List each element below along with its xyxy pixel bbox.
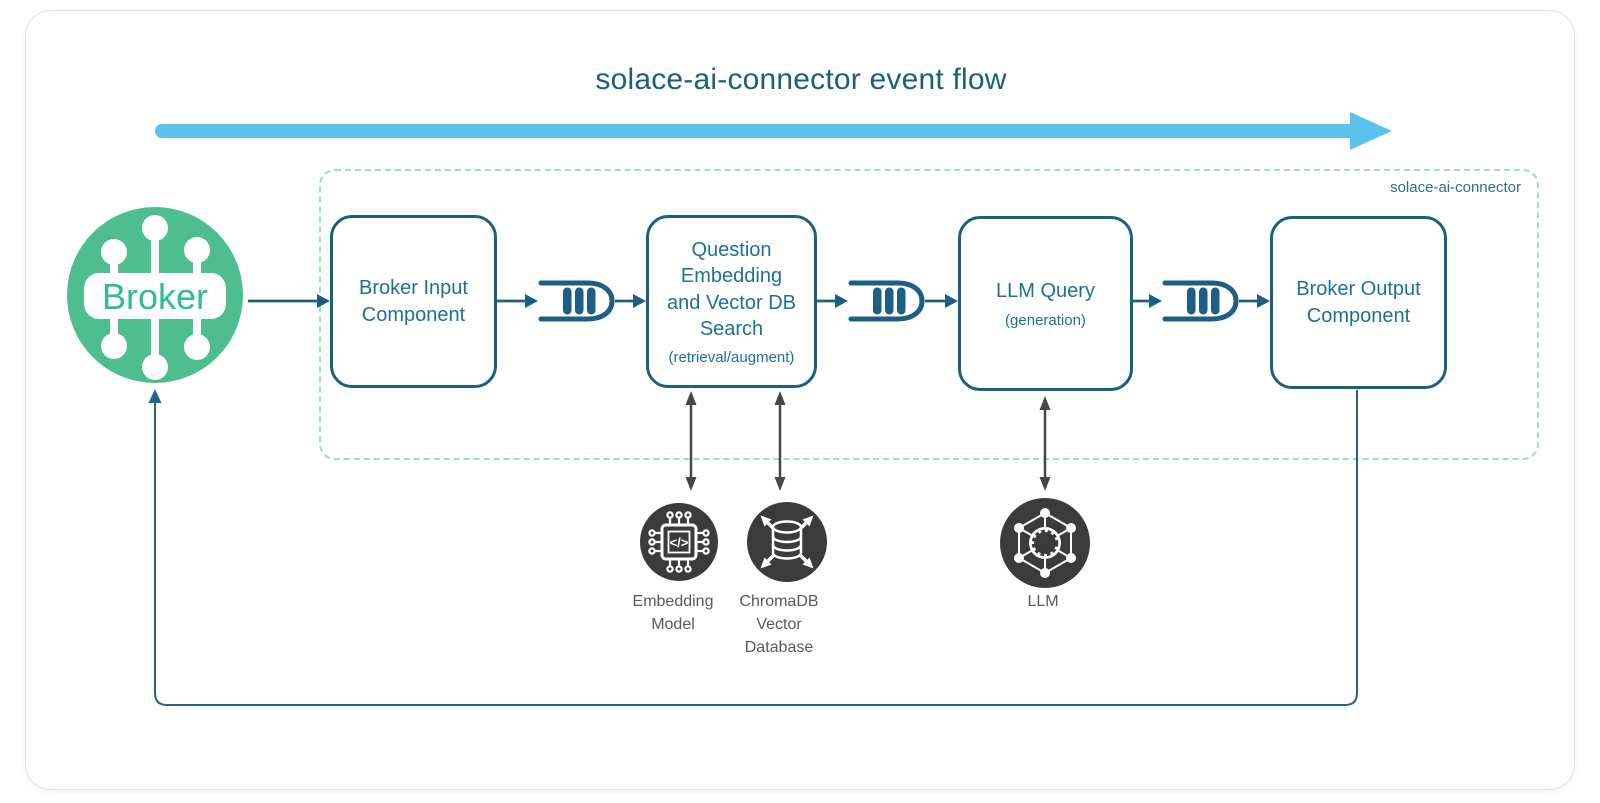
llm-icon: [1000, 498, 1090, 593]
frame-label: solace-ai-connector: [1390, 179, 1521, 196]
queue-icon: [538, 278, 615, 324]
box-label: LLM Query: [996, 280, 1095, 303]
box-sublabel: (generation): [1005, 311, 1086, 329]
chromadb-label: ChromaDB Vector Database: [739, 593, 819, 657]
queue-icon: [1162, 278, 1239, 324]
embedding-model-label: Embedding Model: [632, 593, 714, 634]
broker-icon: Broker: [67, 207, 243, 383]
broker-label: Broker: [102, 276, 208, 317]
flow-box-broker-output: Broker Output Component: [1270, 216, 1447, 389]
box-label: Broker Input Component: [359, 277, 468, 326]
chromadb-icon: [747, 502, 827, 587]
box-label: Broker Output Component: [1296, 278, 1421, 327]
diagram-card: solace-ai-connector event flow solace-ai…: [25, 10, 1575, 790]
box-sublabel: (retrieval/augment): [668, 349, 795, 367]
flow-box-broker-input: Broker Input Component: [330, 215, 497, 388]
box-label: Question Embedding and Vector DB Search: [667, 238, 796, 340]
page-title: solace-ai-connector event flow: [595, 63, 1007, 96]
embedding-model-icon: </>: [640, 503, 718, 586]
queue-icon: [848, 278, 925, 324]
llm-label: LLM: [1027, 593, 1059, 610]
flow-box-question-embedding: Question Embedding and Vector DB Search …: [646, 215, 817, 388]
broker-node: Broker: [67, 207, 243, 383]
flow-box-llm-query: LLM Query (generation): [958, 216, 1133, 391]
code-glyph: </>: [670, 535, 689, 550]
